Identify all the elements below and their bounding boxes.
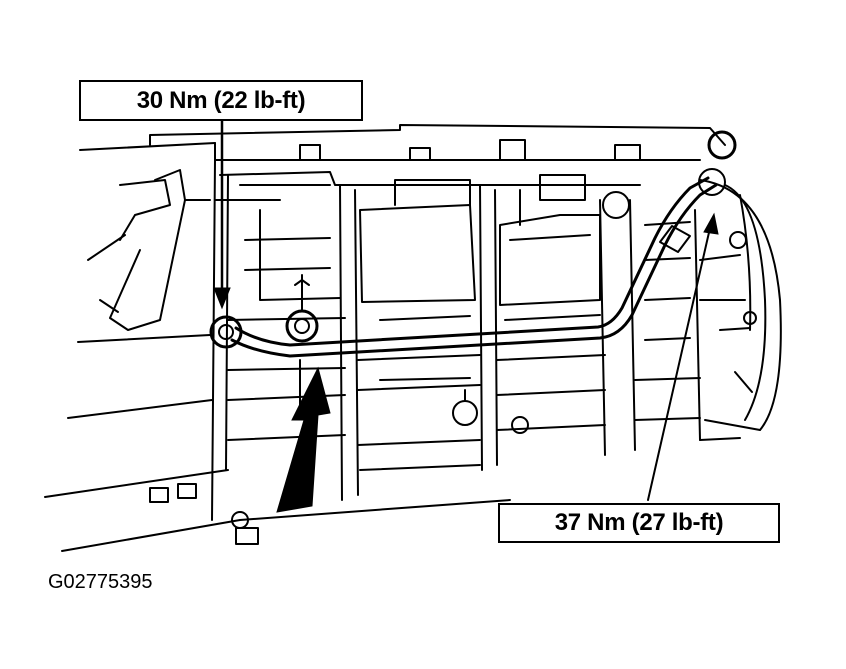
transmission-casing-top xyxy=(149,124,726,201)
tube-clip xyxy=(659,225,691,253)
leader-arrowhead-right xyxy=(703,212,719,235)
frame-outline xyxy=(44,142,511,552)
left-mount-bracket xyxy=(87,169,211,331)
figure-id-label: G02775395 xyxy=(48,571,153,593)
transmission-body xyxy=(211,159,701,521)
bellhousing xyxy=(699,179,782,441)
cooler-line-tube xyxy=(230,176,718,358)
direction-arrow xyxy=(276,366,331,513)
torque-callout-right: 37 Nm (27 lb-ft) xyxy=(498,503,780,543)
leader-arrowhead-left xyxy=(213,287,231,310)
leader-line-right xyxy=(647,227,711,501)
torque-callout-left: 30 Nm (22 lb-ft) xyxy=(79,80,363,121)
fittings xyxy=(149,130,757,545)
